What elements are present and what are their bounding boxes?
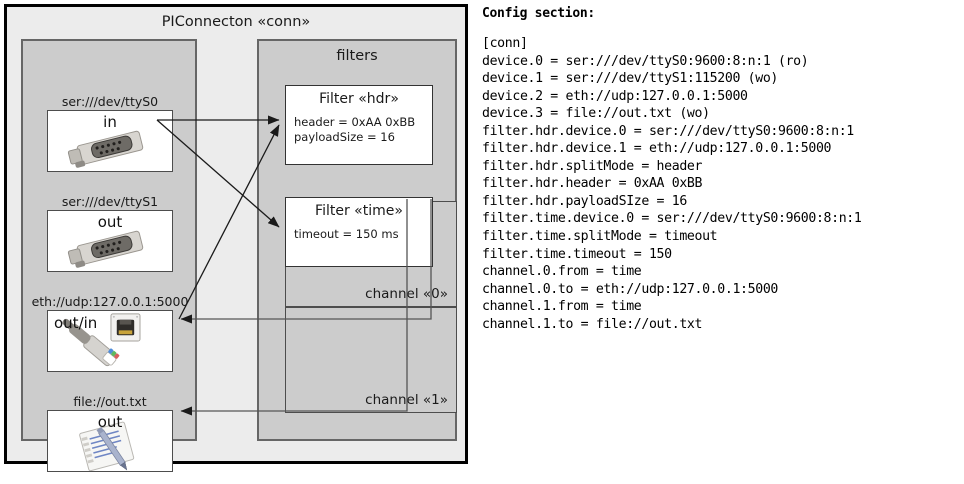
- device-eth-udp[interactable]: eth://udp:127.0.0.1:5000 out/in: [32, 293, 188, 372]
- channel-label: channel «0»: [365, 286, 448, 302]
- device-box[interactable]: out: [47, 410, 173, 472]
- filter-prop: timeout = 150 ms: [294, 227, 399, 241]
- config-heading: Config section:: [482, 6, 595, 21]
- device-io-label: out/in: [54, 314, 98, 332]
- device-file-out[interactable]: file://out.txt out: [47, 393, 173, 472]
- device-box[interactable]: in: [47, 110, 173, 172]
- device-box[interactable]: out/in: [47, 310, 173, 372]
- channel-label: channel «1»: [365, 392, 448, 408]
- filter-prop: payloadSize = 16: [294, 130, 395, 144]
- serial-port-icon: [67, 230, 144, 268]
- device-label: file://out.txt: [73, 394, 147, 409]
- filters-panel-title: filters: [336, 48, 378, 64]
- config-pane: Config section: [conn] device.0 = ser://…: [482, 6, 960, 333]
- device-ser-ttyS0[interactable]: ser:///dev/ttyS0 in: [47, 93, 173, 172]
- filter-prop: header = 0xAA 0xBB: [294, 115, 416, 129]
- device-io-label: out: [97, 413, 123, 431]
- device-ser-ttyS1[interactable]: ser:///dev/ttyS1 out: [47, 193, 173, 272]
- text-file-icon: [79, 421, 135, 471]
- serial-port-icon: [67, 130, 144, 168]
- filter-time-box[interactable]: Filter «time» timeout = 150 ms: [285, 197, 433, 267]
- filter-title: Filter «hdr»: [319, 91, 399, 107]
- device-label: ser:///dev/ttyS1: [61, 194, 159, 209]
- filters-panel: filters channel «0» channel «1» Filter «…: [257, 39, 457, 441]
- filter-title: Filter «time»: [315, 203, 403, 219]
- diagram-title: PIConnecton «conn»: [161, 14, 311, 30]
- ethernet-jack-icon: [62, 313, 141, 367]
- device-label: ser:///dev/ttyS0: [61, 94, 159, 109]
- channel-1-box[interactable]: channel «1»: [285, 307, 457, 413]
- config-body: [conn] device.0 = ser:///dev/ttyS0:9600:…: [482, 36, 862, 332]
- devices-panel: ser:///dev/ttyS0 in: [21, 39, 197, 472]
- device-io-label: out: [97, 213, 123, 231]
- device-label: eth://udp:127.0.0.1:5000: [31, 294, 189, 309]
- device-box[interactable]: out: [47, 210, 173, 272]
- filter-hdr-box[interactable]: Filter «hdr» header = 0xAA 0xBB payloadS…: [285, 85, 433, 165]
- connection-diagram: PIConnecton «conn» ser:///dev/ttyS0 in: [4, 4, 468, 472]
- device-io-label: in: [103, 113, 117, 131]
